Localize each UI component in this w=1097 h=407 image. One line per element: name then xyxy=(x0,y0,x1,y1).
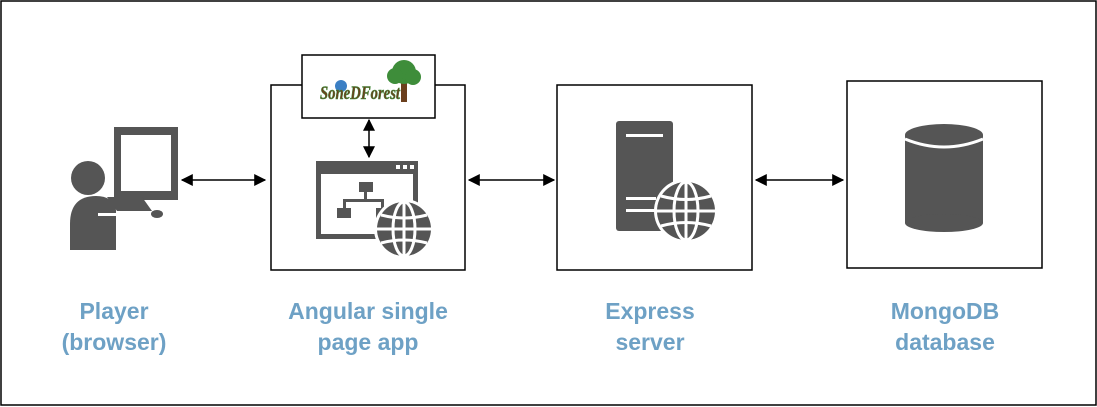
spa-label-line1: Angular single xyxy=(288,298,448,324)
logo-text: SoneDForest xyxy=(320,83,401,104)
player-label-line2: (browser) xyxy=(61,329,167,355)
sone-forest-logo: SoneDForest xyxy=(301,54,436,119)
player-label: Player (browser) xyxy=(38,296,190,358)
database-label-line1: MongoDB xyxy=(890,298,1000,324)
spa-label: Angular single page app xyxy=(268,296,468,358)
server-label-line2: server xyxy=(615,329,685,355)
web-server-icon xyxy=(616,121,718,243)
server-label-line1: Express xyxy=(605,298,695,324)
player-label-line1: Player xyxy=(79,298,149,324)
database-label: MongoDB database xyxy=(860,296,1030,358)
database-cylinder-icon xyxy=(904,124,984,232)
server-label: Express server xyxy=(565,296,735,358)
database-label-line2: database xyxy=(895,329,995,355)
user-computer-icon xyxy=(70,127,178,250)
web-app-sitemap-icon xyxy=(316,161,434,259)
spa-label-line2: page app xyxy=(317,329,419,355)
